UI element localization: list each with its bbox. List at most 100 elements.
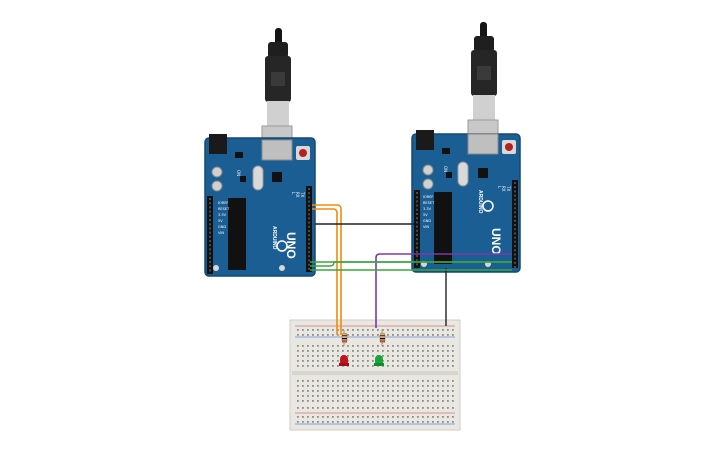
header-pin[interactable] <box>209 227 211 230</box>
header-pin[interactable] <box>209 223 211 226</box>
green-led[interactable] <box>374 355 384 366</box>
breadboard-hole <box>392 400 394 402</box>
breadboard-hole <box>432 390 434 392</box>
header-pin[interactable] <box>416 213 418 215</box>
header-pin[interactable] <box>308 230 310 232</box>
header-pin[interactable] <box>308 209 310 211</box>
header-pin[interactable] <box>416 250 418 253</box>
header-pin[interactable] <box>308 204 310 207</box>
arduino-uno-right[interactable]: ARDUINO UNO ON TX RX L IOREF RESET 3.3V … <box>411 130 521 273</box>
header-pin[interactable] <box>416 229 418 232</box>
breadboard-hole <box>367 390 369 392</box>
header-pin[interactable] <box>308 242 310 245</box>
header-pin[interactable] <box>514 266 516 268</box>
header-pin[interactable] <box>209 206 211 209</box>
header-pin[interactable] <box>514 190 516 193</box>
header-pin[interactable] <box>209 198 211 200</box>
arduino-uno-left[interactable]: ARDUINO UNO ON TX RX L IOREF RESET 3.3V … <box>204 134 316 277</box>
header-pin[interactable] <box>308 255 310 258</box>
header-pin[interactable] <box>308 246 310 249</box>
purple-wire[interactable] <box>375 253 512 328</box>
header-pin[interactable] <box>514 198 516 201</box>
header-pin[interactable] <box>209 252 211 255</box>
header-pin[interactable] <box>416 246 418 249</box>
green-wire[interactable] <box>310 261 512 267</box>
wires <box>310 204 512 335</box>
orange-wire[interactable] <box>312 208 338 335</box>
header-pin[interactable] <box>514 261 516 264</box>
header-pin[interactable] <box>416 196 418 199</box>
header-pin[interactable] <box>514 224 516 226</box>
breadboard-hole <box>397 390 399 392</box>
header-pin[interactable] <box>209 265 211 268</box>
header-pin[interactable] <box>308 234 310 237</box>
header-pin[interactable] <box>514 257 516 260</box>
header-pin[interactable] <box>514 203 516 205</box>
header-pin[interactable] <box>416 238 418 241</box>
header-pin[interactable] <box>308 221 310 224</box>
header-pin[interactable] <box>416 200 418 203</box>
header-pin[interactable] <box>514 228 516 231</box>
header-pin[interactable] <box>416 263 418 266</box>
header-pin[interactable] <box>514 249 516 252</box>
breadboard[interactable] <box>289 319 461 431</box>
header-pin[interactable] <box>514 215 516 218</box>
header-pin[interactable] <box>514 207 516 210</box>
header-pin[interactable] <box>416 208 418 211</box>
header-pin[interactable] <box>416 255 418 257</box>
header-pin[interactable] <box>209 231 211 234</box>
breadboard-hole <box>332 329 334 331</box>
breadboard-hole <box>367 329 369 331</box>
header-pin[interactable] <box>209 269 211 272</box>
orange-wire[interactable] <box>312 204 342 335</box>
header-pin[interactable] <box>308 263 310 266</box>
header-pin[interactable] <box>308 251 310 253</box>
header-pin[interactable] <box>209 248 211 251</box>
header-pin[interactable] <box>514 253 516 256</box>
header-pin[interactable] <box>209 235 211 238</box>
header-pin[interactable] <box>514 186 516 189</box>
header-pin[interactable] <box>416 242 418 245</box>
header-pin[interactable] <box>416 225 418 228</box>
header-pin[interactable] <box>209 244 211 247</box>
header-pin[interactable] <box>308 188 310 190</box>
header-pin[interactable] <box>514 182 516 184</box>
header-pin[interactable] <box>416 259 418 262</box>
header-pin[interactable] <box>209 210 211 213</box>
header-pin[interactable] <box>209 240 211 242</box>
header-pin[interactable] <box>308 259 310 262</box>
header-pin[interactable] <box>209 202 211 205</box>
header-pin[interactable] <box>308 238 310 241</box>
header-pin[interactable] <box>416 204 418 207</box>
header-pin[interactable] <box>416 192 418 194</box>
header-pin[interactable] <box>514 232 516 235</box>
header-pin[interactable] <box>308 217 310 220</box>
resistor-left[interactable] <box>341 330 348 346</box>
header-pin[interactable] <box>209 214 211 217</box>
header-pin[interactable] <box>514 219 516 222</box>
header-pin[interactable] <box>308 213 310 216</box>
header-pin[interactable] <box>308 196 310 199</box>
header-pin[interactable] <box>416 221 418 224</box>
header-pin[interactable] <box>209 261 211 263</box>
resistor-right[interactable] <box>379 330 386 346</box>
breadboard-hole <box>332 416 334 418</box>
header-pin[interactable] <box>416 217 418 220</box>
header-pin[interactable] <box>209 219 211 221</box>
header-pin[interactable] <box>514 236 516 239</box>
header-pin[interactable] <box>514 194 516 197</box>
header-pin[interactable] <box>416 234 418 236</box>
breadboard-hole <box>327 329 329 331</box>
header-pin[interactable] <box>308 225 310 228</box>
breadboard-hole <box>437 416 439 418</box>
header-pin[interactable] <box>514 240 516 243</box>
header-pin[interactable] <box>308 200 310 203</box>
header-pin[interactable] <box>514 211 516 214</box>
breadboard-hole <box>402 421 404 423</box>
header-pin[interactable] <box>308 267 310 270</box>
header-pin[interactable] <box>209 256 211 259</box>
breadboard-hole <box>427 400 429 402</box>
header-pin[interactable] <box>514 245 516 247</box>
red-led[interactable] <box>339 355 349 366</box>
header-pin[interactable] <box>308 192 310 195</box>
